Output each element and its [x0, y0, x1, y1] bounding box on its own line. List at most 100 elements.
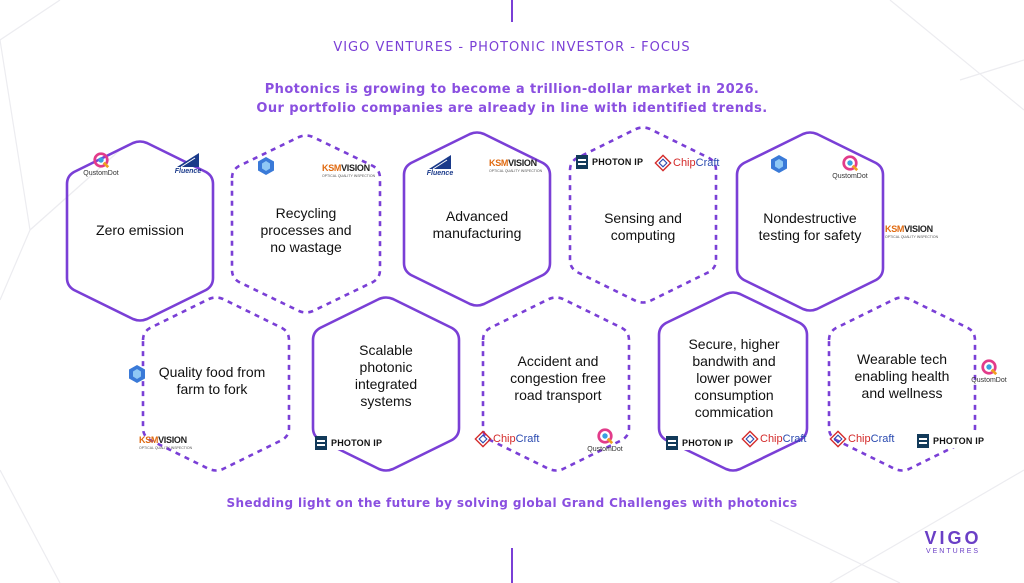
hexagon-quality-food: [141, 296, 291, 472]
ksmvision-wordmark: KSMVISION: [322, 163, 370, 173]
ksmvision-logo: KSMVISION OPTICAL QUALITY INSPECTION: [489, 158, 542, 173]
crystal-logo: [127, 364, 147, 384]
label-line: Sensing and: [604, 210, 682, 226]
label-line: Quality food from: [158, 364, 266, 380]
ksmvision-wordmark: KSMVISION: [885, 224, 933, 234]
qustomdot-logo: QustomDot: [72, 151, 130, 177]
chipcraft-name: ChipCraft: [493, 433, 540, 445]
label-line: photonic: [359, 359, 413, 375]
photonip-name: PHOTON IP: [933, 436, 985, 446]
label-line: bandwith and: [692, 353, 776, 369]
photonip-logo: PHOTON IP: [315, 436, 383, 450]
footer-tagline: Shedding light on the future by solving …: [226, 496, 798, 510]
qustomdot-icon: [981, 359, 998, 376]
subtitle-line-2: Our portfolio companies are already in l…: [256, 101, 768, 116]
fluence-logo: Fluence: [168, 152, 208, 175]
ksmvision-tagline: OPTICAL QUALITY INSPECTION: [489, 169, 543, 173]
label-line: road transport: [514, 387, 602, 403]
photonip-logo: PHOTON IP: [666, 436, 734, 450]
label-line: Scalable: [359, 342, 413, 358]
label-line: Secure, higher: [688, 336, 780, 352]
crystal-logo: [769, 154, 789, 174]
qustomdot-name: QustomDot: [832, 173, 868, 180]
hex-label-scalable-photonic: Scalable photonic integrated systems: [316, 342, 456, 410]
label-line: Advanced: [445, 208, 509, 224]
subtitle-line-1: Photonics is growing to become a trillio…: [264, 82, 760, 97]
label-line: commication: [694, 404, 774, 420]
hex-label-accident-free: Accident and congestion free road transp…: [488, 353, 628, 404]
qustomdot-icon: [93, 152, 110, 169]
hexagon-nondestructive: [735, 131, 885, 312]
fluence-mark-icon: [177, 153, 199, 168]
ksmvision-wordmark: KSMVISION: [139, 435, 187, 445]
chipcraft-logo: ChipCraft: [654, 154, 719, 172]
crystal-icon: [258, 157, 274, 175]
hex-label-advanced-manufacturing: Advanced manufacturing: [407, 208, 547, 242]
ksmvision-logo: KSMVISION OPTICAL QUALITY INSPECTION: [139, 435, 192, 450]
fluence-name: Fluence: [426, 170, 454, 177]
qustomdot-name: QustomDot: [587, 446, 623, 453]
photonip-name: PHOTON IP: [592, 157, 644, 167]
hexagon-sensing: [568, 126, 718, 304]
label-line: integrated: [354, 376, 418, 392]
label-line: manufacturing: [432, 225, 522, 241]
qustomdot-logo: QustomDot: [576, 427, 634, 453]
label-line: enabling health: [854, 368, 950, 384]
label-line: and wellness: [861, 385, 943, 401]
page-title: VIGO VENTURES - PHOTONIC INVESTOR - FOCU…: [333, 40, 691, 55]
chipcraft-name: ChipCraft: [760, 433, 807, 445]
crystal-logo: [256, 156, 276, 176]
qustomdot-icon: [597, 428, 614, 445]
hexagon-recycling: [230, 134, 382, 314]
label-line: Recycling: [275, 205, 337, 221]
photonip-icon: [315, 436, 327, 450]
chip-icon: [741, 430, 759, 448]
label-line: farm to fork: [176, 381, 248, 397]
qustomdot-logo: QustomDot: [821, 154, 879, 180]
ksmvision-tagline: OPTICAL QUALITY INSPECTION: [885, 235, 939, 239]
label-line: computing: [610, 227, 676, 243]
hex-label-sensing: Sensing and computing: [573, 210, 713, 244]
photonip-icon: [666, 436, 678, 450]
vigo-ventures-logo: VIGO VENTURES: [918, 528, 988, 555]
hex-label-nondestructive: Nondestructive testing for safety: [740, 210, 880, 244]
chip-icon: [829, 430, 847, 448]
hexagon-wearable-tech: [827, 296, 977, 472]
qustomdot-icon: [842, 155, 859, 172]
chipcraft-logo: ChipCraft: [474, 430, 539, 448]
bottom-divider-line: [511, 548, 513, 583]
label-line: testing for safety: [758, 227, 862, 243]
ksmvision-tagline: OPTICAL QUALITY INSPECTION: [139, 446, 193, 450]
qustomdot-logo: QustomDot: [960, 358, 1018, 384]
label-line: no wastage: [270, 239, 342, 255]
label-line: processes and: [260, 222, 352, 238]
brand-sub: VENTURES: [925, 548, 981, 555]
crystal-icon: [771, 155, 787, 173]
fluence-logo: Fluence: [420, 154, 460, 177]
qustomdot-name: QustomDot: [83, 170, 119, 177]
label-line: lower power: [696, 370, 772, 386]
ksmvision-logo: KSMVISION OPTICAL QUALITY INSPECTION: [322, 163, 375, 178]
fluence-name: Fluence: [174, 168, 202, 175]
label-line: systems: [360, 393, 412, 409]
photonip-logo: PHOTON IP: [917, 434, 985, 448]
page-subtitle: Photonics is growing to become a trillio…: [0, 80, 1024, 118]
chipcraft-logo: ChipCraft: [741, 430, 806, 448]
label-line: consumption: [694, 387, 774, 403]
photonip-icon: [576, 155, 588, 169]
photonip-icon: [917, 434, 929, 448]
fluence-mark-icon: [429, 155, 451, 170]
hex-label-secure-bandwidth: Secure, higher bandwith and lower power …: [664, 336, 804, 421]
ksmvision-wordmark: KSMVISION: [489, 158, 537, 168]
hexagon-zero-emission: [65, 140, 215, 322]
brand-name: VIGO: [924, 528, 982, 548]
qustomdot-name: QustomDot: [971, 377, 1007, 384]
hex-label-wearable-tech: Wearable tech enabling health and wellne…: [832, 351, 972, 402]
label-line: Nondestructive: [763, 210, 857, 226]
chip-icon: [654, 154, 672, 172]
ksmvision-tagline: OPTICAL QUALITY INSPECTION: [322, 174, 376, 178]
label-line: congestion free: [510, 370, 606, 386]
label-line: Accident and: [517, 353, 599, 369]
chipcraft-name: ChipCraft: [848, 433, 895, 445]
